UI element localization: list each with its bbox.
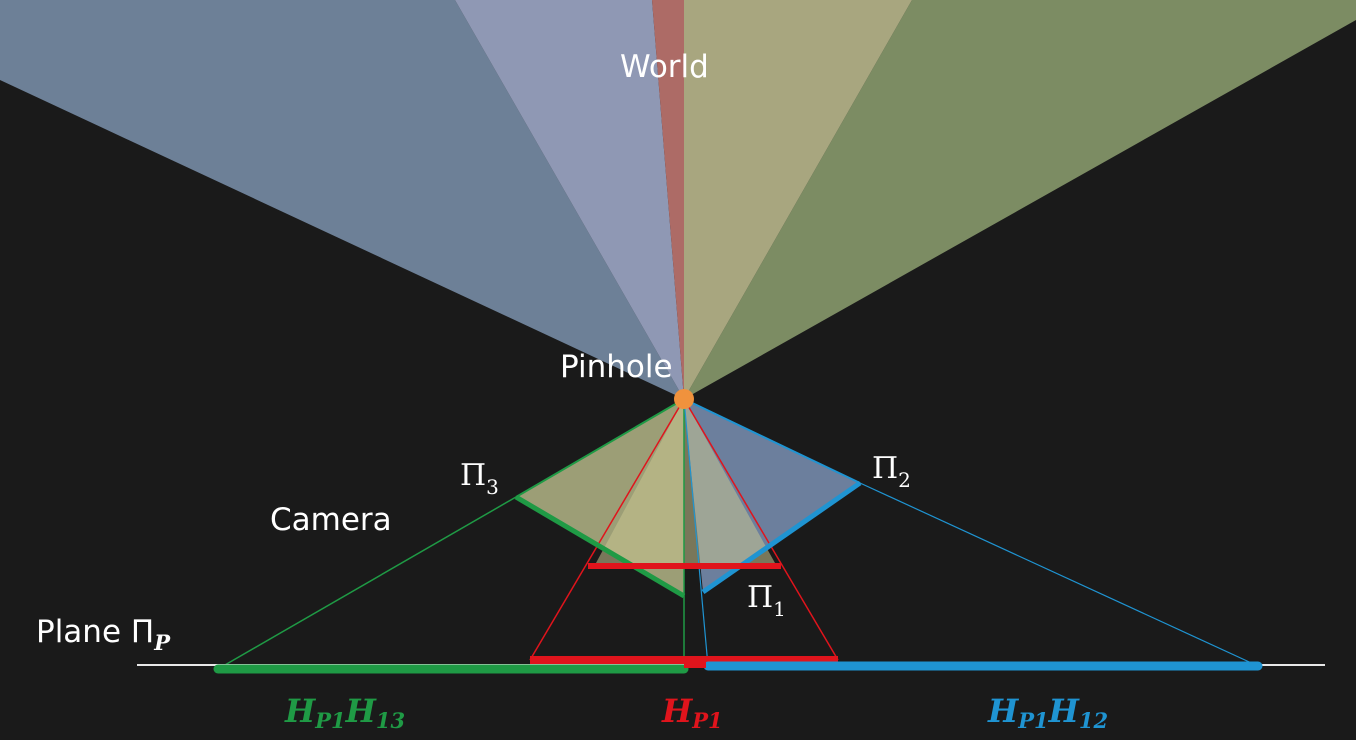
red-proj-left <box>529 398 685 661</box>
h12-label: HP1H12 <box>987 692 1108 733</box>
world-cone-red <box>652 0 684 399</box>
plane-label-text: Plane Π <box>36 614 154 650</box>
blue-proj-left <box>683 398 709 667</box>
world-cone-blue <box>0 0 684 399</box>
pinhole-label: Pinhole <box>560 349 673 385</box>
world-cone-lavender <box>455 0 684 399</box>
pi3-edge-top <box>515 398 685 498</box>
h13-main-2: H <box>345 692 378 730</box>
pinhole-dot <box>674 389 694 409</box>
h12-sub-1: P1 <box>1017 708 1048 733</box>
pi1-sub: 1 <box>773 597 786 621</box>
world-cone-green <box>684 0 1356 399</box>
h13-label: HP1H13 <box>284 692 405 733</box>
pi2-symbol: Π <box>872 451 898 486</box>
h12-main-1: H <box>987 692 1020 730</box>
pi2-edge-top <box>683 398 861 484</box>
h12-sub-2: 12 <box>1079 708 1108 733</box>
pi3-sub: 3 <box>486 475 499 499</box>
world-cones <box>0 0 1356 399</box>
h12-main-2: H <box>1048 692 1081 730</box>
camera-cones <box>515 398 861 596</box>
hp1-label: HP1 <box>661 692 723 733</box>
hp1-center-mark <box>684 656 706 668</box>
pi3-label: Π3 <box>460 458 499 499</box>
image-planes <box>514 480 862 599</box>
pi2-sub: 2 <box>898 468 911 492</box>
pi2-label: Π2 <box>872 451 911 492</box>
cone-pi1-red-top <box>596 399 775 563</box>
green-proj-left <box>217 496 517 670</box>
pi1-label: Π1 <box>747 580 786 621</box>
h13-main-1: H <box>284 692 317 730</box>
h13-sub-1: P1 <box>314 708 345 733</box>
h13-sub-2: 13 <box>376 708 405 733</box>
plane-label: Plane ΠP <box>36 614 171 655</box>
pi3-plane <box>514 494 686 599</box>
plane-pi-p <box>137 656 1325 674</box>
pi1-symbol: Π <box>747 580 773 615</box>
pi3-symbol: Π <box>460 458 486 493</box>
hp1-sub: P1 <box>691 708 722 733</box>
blue-proj-right <box>859 482 1259 667</box>
plane-label-sub: P <box>153 630 171 655</box>
red-proj-right <box>683 398 839 661</box>
hp1-main: H <box>661 692 694 730</box>
world-label: World <box>620 49 709 85</box>
projection-lines <box>217 398 1259 670</box>
pi2-plane <box>701 480 862 595</box>
camera-label: Camera <box>270 502 392 538</box>
